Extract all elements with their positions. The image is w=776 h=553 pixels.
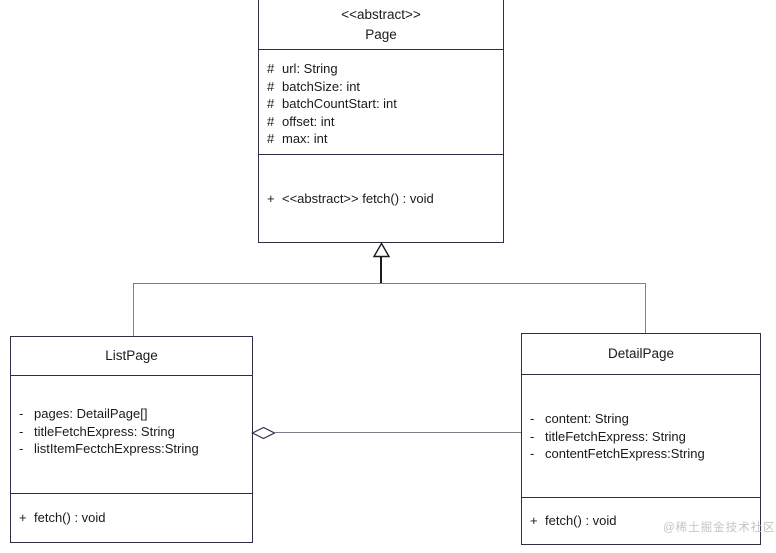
method-row: + fetch() : void: [11, 509, 252, 527]
inheritance-triangle-icon: [372, 242, 391, 258]
attribute-row: -content: String: [522, 410, 760, 428]
visibility-symbol: -: [19, 441, 24, 456]
visibility-symbol: #: [267, 113, 275, 129]
attribute-row: -pages: DetailPage[]: [11, 405, 252, 423]
class-title-page: <<abstract>> Page: [259, 0, 503, 50]
visibility-symbol: -: [19, 423, 24, 439]
method-text: fetch() : void: [34, 510, 106, 526]
class-attributes-detailpage: -content: String -titleFetchExpress: Str…: [522, 375, 760, 498]
class-title-listpage: ListPage: [11, 337, 252, 376]
class-box-detailpage: DetailPage -content: String -titleFetchE…: [521, 333, 761, 545]
inheritance-stem-line: [380, 257, 382, 284]
attribute-text: titleFetchExpress: String: [34, 423, 175, 439]
class-stereotype: <<abstract>>: [341, 7, 421, 22]
attribute-text: titleFetchExpress: String: [545, 428, 686, 444]
aggregation-diamond-icon: [251, 426, 276, 440]
visibility-symbol: -: [530, 446, 535, 461]
class-name: ListPage: [105, 348, 158, 363]
attribute-row: # max: int: [259, 130, 503, 148]
attribute-text: batchSize: int: [282, 78, 361, 94]
attribute-row: # batchSize: int: [259, 78, 503, 96]
inheritance-branch-detailpage: [645, 283, 646, 333]
class-methods-detailpage: + fetch() : void: [522, 498, 760, 544]
method-row: + fetch() : void: [522, 512, 760, 530]
visibility-symbol: #: [267, 61, 275, 76]
attribute-row: # url: String: [259, 60, 503, 78]
attribute-text: pages: DetailPage[]: [34, 406, 148, 421]
attribute-text: offset: int: [282, 113, 335, 129]
attribute-row: -titleFetchExpress: String: [11, 423, 252, 441]
attribute-row: -listItemFectchExpress:String: [11, 440, 252, 458]
class-name: Page: [365, 27, 397, 42]
attribute-text: listItemFectchExpress:String: [34, 441, 199, 456]
class-methods-listpage: + fetch() : void: [11, 494, 252, 542]
visibility-symbol: -: [530, 428, 535, 444]
inheritance-branch-listpage: [133, 283, 134, 336]
visibility-symbol: -: [530, 411, 535, 426]
attribute-text: content: String: [545, 411, 629, 426]
attribute-text: batchCountStart: int: [282, 96, 397, 111]
visibility-symbol: #: [267, 131, 275, 146]
class-methods-page: + <<abstract>> fetch() : void: [259, 155, 503, 242]
class-box-page: <<abstract>> Page # url: String # batchSiz…: [258, 0, 504, 243]
visibility-symbol: +: [530, 513, 538, 529]
inheritance-horizontal-line: [133, 283, 646, 284]
class-title-detailpage: DetailPage: [522, 334, 760, 375]
aggregation-line: [275, 432, 521, 433]
visibility-symbol: +: [267, 190, 275, 206]
visibility-symbol: #: [267, 96, 275, 111]
class-attributes-listpage: -pages: DetailPage[] -titleFetchExpress:…: [11, 376, 252, 494]
attribute-text: url: String: [282, 61, 338, 76]
method-row: + <<abstract>> fetch() : void: [259, 190, 503, 208]
watermark: @稀土掘金技术社区: [663, 522, 776, 534]
class-name: DetailPage: [607, 346, 675, 361]
visibility-symbol: #: [267, 78, 275, 94]
attribute-row: -titleFetchExpress: String: [522, 428, 760, 446]
visibility-symbol: +: [19, 510, 27, 526]
attribute-row: -contentFetchExpress:String: [522, 445, 760, 463]
class-attributes-page: # url: String # batchSize: int # batchCount…: [259, 50, 503, 155]
class-box-listpage: ListPage -pages: DetailPage[] -titleFetc…: [10, 336, 253, 543]
attribute-row: # batchCountStart: int: [259, 95, 503, 113]
attribute-text: max: int: [282, 131, 328, 146]
visibility-symbol: -: [19, 406, 24, 421]
attribute-text: contentFetchExpress:String: [545, 446, 705, 461]
method-text: fetch() : void: [545, 513, 617, 529]
attribute-row: # offset: int: [259, 113, 503, 131]
method-text: <<abstract>> fetch() : void: [282, 190, 434, 206]
